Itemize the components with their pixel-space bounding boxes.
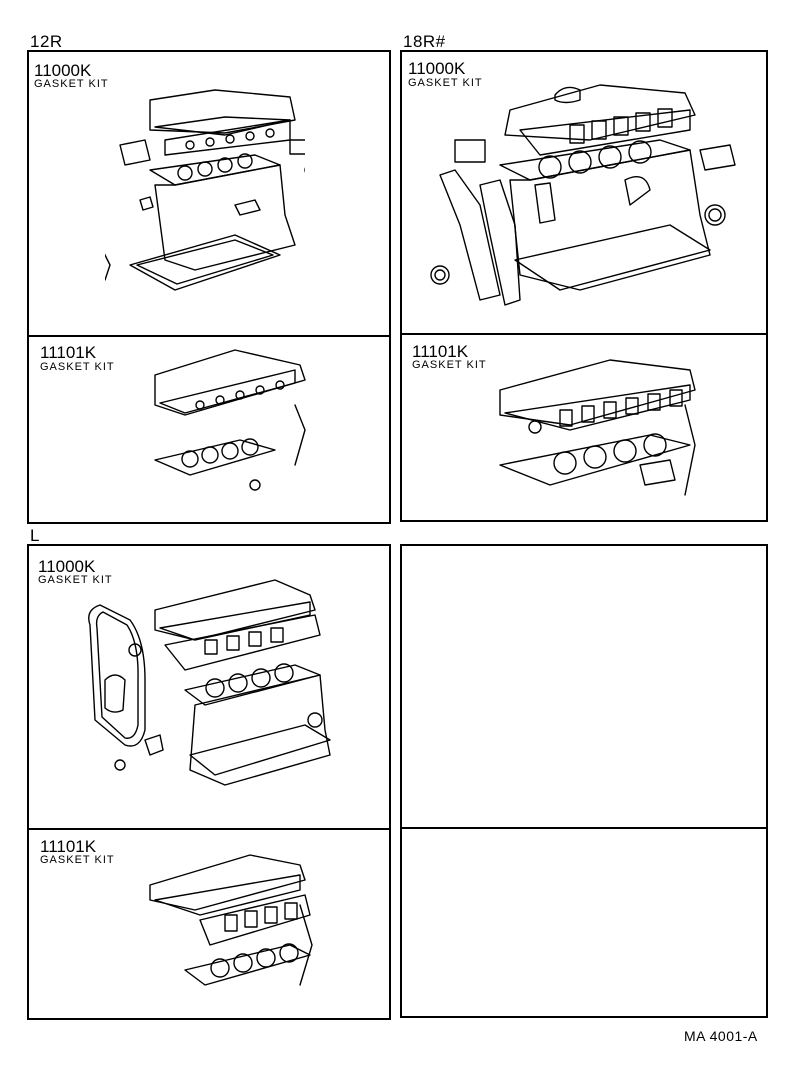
engine-gasket-set-illustration-l [75, 570, 355, 805]
part-name-l-11000k: GASKET KIT [38, 574, 113, 586]
part-name-12r-11101k: GASKET KIT [40, 361, 115, 373]
drawing-code: MA 4001-A [684, 1028, 758, 1044]
part-name-18r-11101k: GASKET KIT [412, 359, 487, 371]
section-label-18r: 18R# [403, 32, 446, 51]
section-label-l: L [30, 526, 40, 545]
panel-group-12r [27, 50, 391, 524]
part-name-l-11101k: GASKET KIT [40, 854, 115, 866]
engine-gasket-set-illustration-12r [105, 85, 305, 305]
panel-divider [29, 335, 389, 337]
part-name-12r-11000k: GASKET KIT [34, 78, 109, 90]
head-gasket-set-illustration-18r [490, 345, 710, 505]
part-number-12r-11101k: 11101K [40, 343, 97, 362]
head-gasket-set-illustration-12r [145, 345, 315, 495]
panel-group-blank [400, 544, 768, 1018]
section-label-12r: 12R [30, 32, 63, 51]
panel-divider [402, 333, 766, 335]
part-number-18r-11101k: 11101K [412, 342, 469, 361]
part-number-l-11101k: 11101K [40, 837, 97, 856]
panel-divider [402, 827, 766, 829]
part-number-12r-11000k: 11000K [34, 61, 92, 80]
panel-divider [29, 828, 389, 830]
part-number-l-11000k: 11000K [38, 557, 96, 576]
engine-gasket-set-illustration-18r [420, 75, 750, 320]
part-number-18r-11000k: 11000K [408, 59, 466, 78]
panel-group-l [27, 544, 391, 1020]
part-name-18r-11000k: GASKET KIT [408, 77, 483, 89]
panel-group-18r [400, 50, 768, 522]
head-gasket-set-illustration-l [140, 845, 320, 995]
